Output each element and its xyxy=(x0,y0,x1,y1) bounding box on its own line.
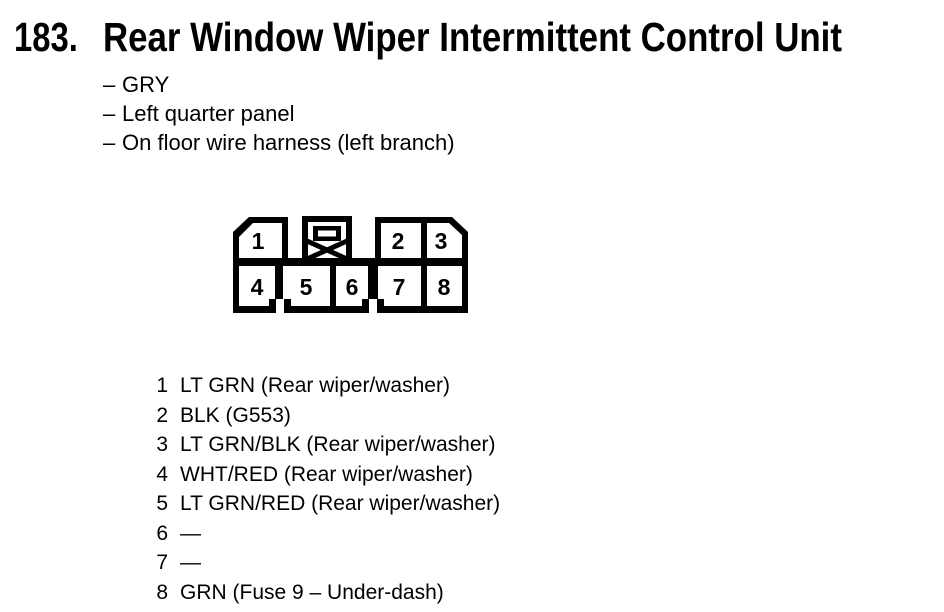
pin-number: 4 xyxy=(156,462,168,486)
cavity-7 xyxy=(378,266,421,306)
detail-line-color: –GRY xyxy=(103,70,455,99)
pin-list: 1 LT GRN (Rear wiper/washer) 2 BLK (G553… xyxy=(140,371,500,607)
cavity-8 xyxy=(427,266,462,306)
latch-cross-line xyxy=(305,238,349,262)
bullet-dash: – xyxy=(103,130,116,155)
connector-diagram: 1 2 3 4 5 6 7 8 xyxy=(230,214,470,314)
section-title: Rear Window Wiper Intermittent Control U… xyxy=(103,14,842,60)
latch-cross-icon xyxy=(305,238,349,262)
detail-text: Left quarter panel xyxy=(122,101,295,126)
cavity-8-label: 8 xyxy=(438,274,451,300)
pin-description: — xyxy=(180,521,201,545)
pin-number: 5 xyxy=(156,492,168,515)
detail-line-location: –Left quarter panel xyxy=(103,99,455,128)
keyway-notch-right xyxy=(369,299,377,313)
pin-row-5: 5 LT GRN/RED (Rear wiper/washer) xyxy=(140,489,500,519)
pin-row-8: 8 GRN (Fuse 9 – Under-dash) xyxy=(140,578,500,608)
pin-number: 3 xyxy=(156,433,168,456)
detail-text: GRY xyxy=(122,72,170,97)
bullet-dash: – xyxy=(103,101,116,126)
pin-number: 2 xyxy=(156,403,168,427)
pin-number: 8 xyxy=(156,580,168,604)
connector-details: –GRY –Left quarter panel –On floor wire … xyxy=(103,70,455,157)
pin-row-3: 3 LT GRN/BLK (Rear wiper/washer) xyxy=(140,430,500,460)
cavity-3-label: 3 xyxy=(435,228,448,254)
bullet-dash: – xyxy=(103,72,116,97)
section-number: 183. xyxy=(14,14,78,60)
cavity-6-label: 6 xyxy=(346,274,359,300)
pin-description: — xyxy=(180,551,201,574)
cavity-1-label: 1 xyxy=(252,228,265,254)
pin-number: 7 xyxy=(156,551,168,574)
pin-number: 6 xyxy=(156,521,168,545)
cavity-2-label: 2 xyxy=(392,228,405,254)
pin-description: LT GRN/RED (Rear wiper/washer) xyxy=(180,492,501,515)
detail-text: On floor wire harness (left branch) xyxy=(122,130,455,155)
cavity-labels: 1 2 3 4 5 6 7 8 xyxy=(251,228,451,300)
cavity-1 xyxy=(239,223,282,258)
pin-row-1: 1 LT GRN (Rear wiper/washer) xyxy=(140,371,500,401)
latch-slot xyxy=(318,230,336,237)
cavity-3 xyxy=(427,223,462,258)
pin-description: LT GRN/BLK (Rear wiper/washer) xyxy=(180,433,496,456)
cavity-4-label: 4 xyxy=(251,274,264,300)
pin-row-6: 6 — xyxy=(140,519,500,549)
pin-number: 1 xyxy=(156,374,168,397)
connector-face-svg: 1 2 3 4 5 6 7 8 xyxy=(233,216,468,313)
pin-row-2: 2 BLK (G553) xyxy=(140,401,500,431)
pin-row-4: 4 WHT/RED (Rear wiper/washer) xyxy=(140,460,500,490)
pin-description: LT GRN (Rear wiper/washer) xyxy=(180,374,450,397)
pin-description: BLK (G553) xyxy=(180,403,291,427)
cavity-2 xyxy=(381,223,421,258)
detail-line-harness: –On floor wire harness (left branch) xyxy=(103,128,455,157)
pin-row-7: 7 — xyxy=(140,548,500,578)
cavity-7-label: 7 xyxy=(393,274,406,300)
keyway-notch-left xyxy=(276,299,284,313)
pin-description: WHT/RED (Rear wiper/washer) xyxy=(180,462,473,486)
pin-description: GRN (Fuse 9 – Under-dash) xyxy=(180,580,444,604)
cavity-5-label: 5 xyxy=(300,274,313,300)
